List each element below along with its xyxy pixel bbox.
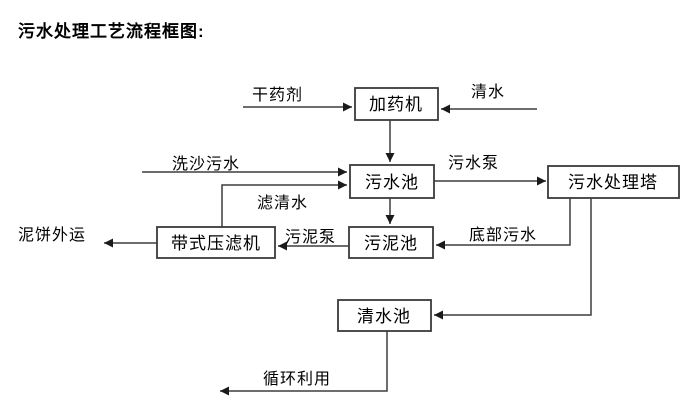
flow-label-filtered-water: 滤清水	[257, 194, 308, 212]
flow-label-recycle-use: 循环利用	[263, 370, 331, 388]
node-belt-filter-press: 带式压滤机	[156, 226, 276, 259]
edge-filtered-water-to-sewage-pool	[221, 180, 347, 227]
node-sewage-pool-box	[349, 164, 435, 199]
node-belt-filter-press-label: 带式压滤机	[171, 234, 261, 253]
node-sewage-treatment-tower: 污水处理塔	[547, 165, 680, 199]
node-dosing-machine-label: 加药机	[369, 95, 423, 114]
node-dosing-machine: 加药机	[354, 87, 439, 121]
flow-label-sewage-pump: 污水泵	[448, 154, 499, 172]
flow-label-sand-washing-sewage: 洗沙污水	[172, 155, 240, 173]
node-belt-filter-press-box	[156, 226, 276, 259]
node-sludge-pool-box	[348, 226, 434, 259]
node-clean-water-pool: 清水池	[337, 299, 432, 332]
node-sewage-treatment-tower-label: 污水处理塔	[568, 173, 658, 192]
page-title: 污水处理工艺流程框图:	[18, 22, 205, 41]
node-sludge-pool: 污泥池	[348, 226, 434, 259]
flow-label-clean-water: 清水	[471, 83, 505, 101]
edge-treatment-tower-to-clean-water-pool	[434, 198, 592, 320]
flow-label-sludge-pump: 污泥泵	[285, 228, 336, 246]
node-sludge-pool-label: 污泥池	[364, 234, 418, 253]
node-sewage-pool-label: 污水池	[365, 173, 419, 192]
flow-label-bottom-sewage: 底部污水	[469, 226, 537, 244]
flow-label-mud-cake-out: 泥饼外运	[18, 226, 86, 244]
node-dosing-machine-box	[354, 87, 439, 121]
edge-bottom-sewage-to-sludge-pool	[436, 198, 571, 250]
node-clean-water-pool-box	[337, 299, 432, 332]
edge-recycle-use	[220, 331, 388, 396]
node-sewage-treatment-tower-box	[547, 165, 680, 199]
node-clean-water-pool-label: 清水池	[357, 307, 411, 326]
node-sewage-pool: 污水池	[349, 164, 435, 199]
flow-label-dry-agent: 干药剂	[252, 86, 303, 104]
